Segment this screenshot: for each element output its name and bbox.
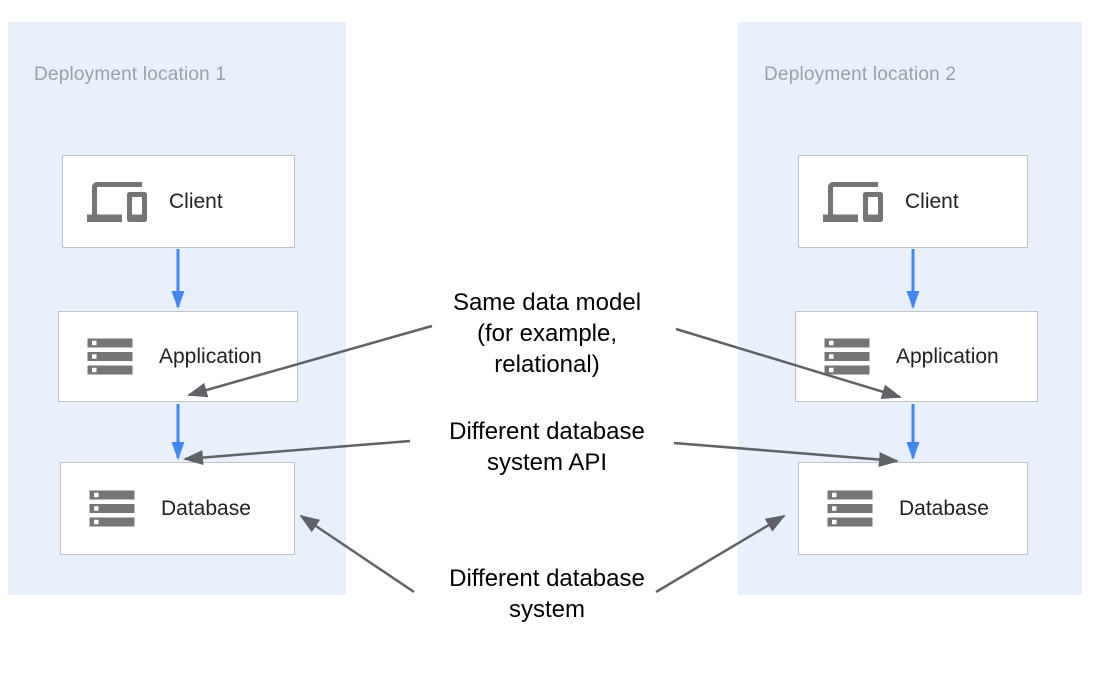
storage-icon: [823, 486, 877, 531]
storage-icon: [820, 334, 874, 379]
storage-icon: [83, 334, 137, 379]
annotation-different-database-system-api: Different database system API: [449, 418, 645, 476]
deployment-location-1-title: Deployment location 1: [34, 64, 227, 85]
node-label: Client: [905, 189, 959, 213]
node-label: Database: [161, 496, 251, 520]
node-label: Client: [169, 189, 223, 213]
node-application-location-1: Application: [58, 311, 298, 402]
deployment-location-2-title: Deployment location 2: [764, 64, 957, 85]
node-label: Database: [899, 496, 989, 520]
annotation-different-database-system: Different database system: [449, 565, 645, 623]
node-application-location-2: Application: [795, 311, 1038, 402]
node-client-location-2: Client: [798, 155, 1028, 248]
devices-icon: [87, 177, 147, 227]
node-database-location-2: Database: [798, 462, 1028, 555]
node-database-location-1: Database: [60, 462, 295, 555]
devices-icon: [823, 177, 883, 227]
node-label: Application: [159, 344, 262, 368]
node-client-location-1: Client: [62, 155, 295, 248]
storage-icon: [85, 486, 139, 531]
annotation-same-data-model: Same data model (for example, relational…: [452, 289, 642, 378]
node-label: Application: [896, 344, 999, 368]
